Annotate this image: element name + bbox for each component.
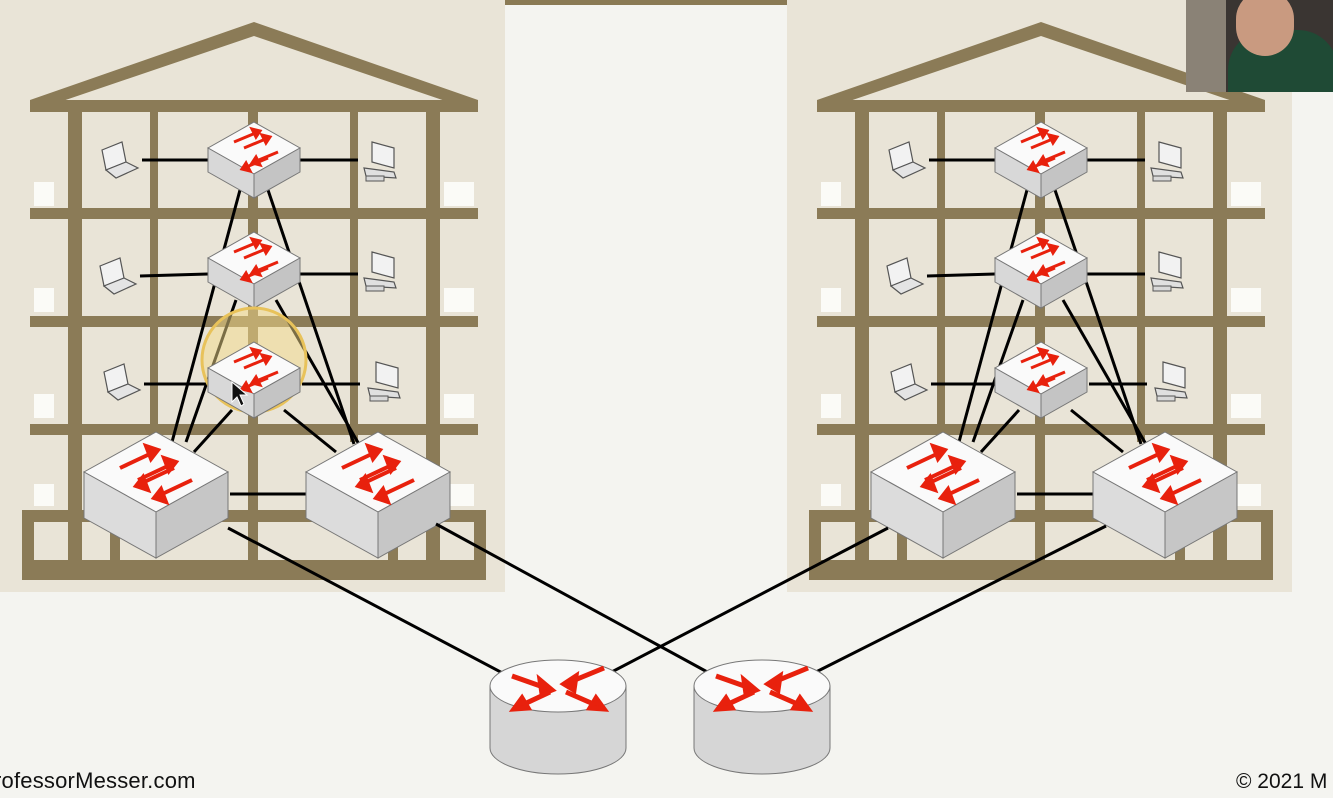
router-links [227,522,1107,682]
presenter-head [1236,0,1294,56]
video-top-strip [0,0,1333,5]
webcam-background [1186,0,1226,92]
site-url: rofessorMesser.com [0,768,196,793]
router-1 [490,660,626,774]
building-left [0,0,505,592]
presenter-webcam [1186,0,1333,92]
router-2 [694,660,830,774]
mouse-cursor-icon [231,380,249,407]
building-right [787,0,1292,592]
copyright: © 2021 M [1236,770,1328,793]
